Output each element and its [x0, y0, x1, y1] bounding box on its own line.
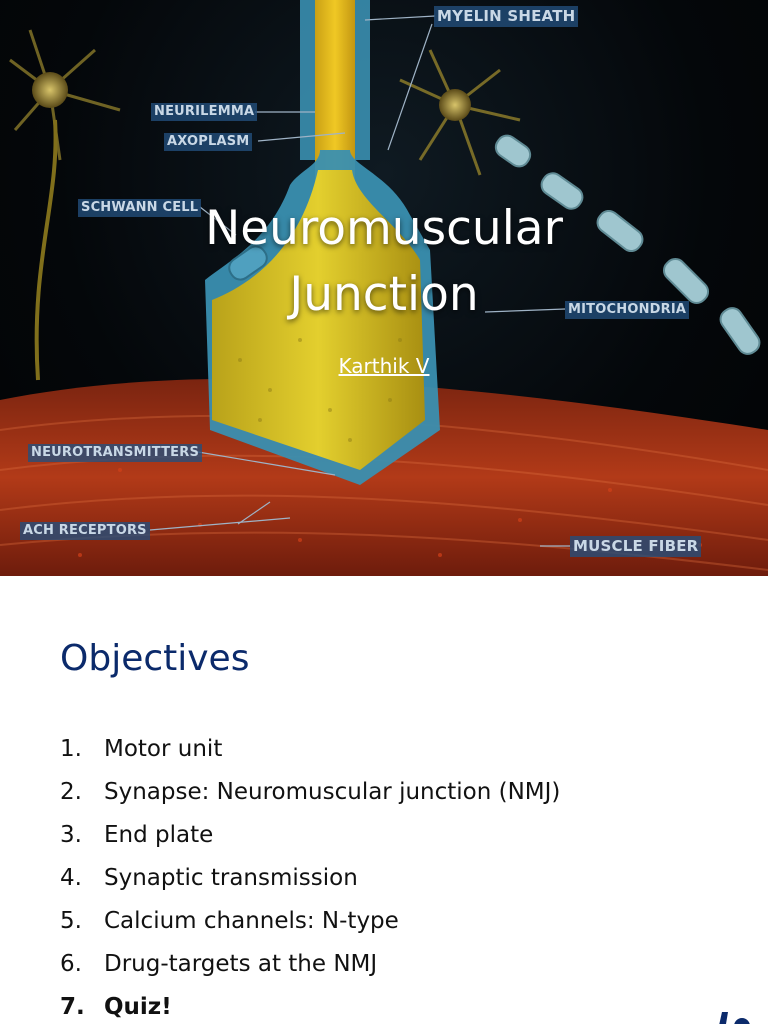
title-line-1: Neuromuscular [205, 201, 563, 256]
title-slide: MYELIN SHEATH NEURILEMMA AXOPLASM SCHWAN… [0, 0, 768, 576]
author-link[interactable]: Karthik V [338, 354, 430, 378]
list-item: 7.Quiz! [60, 994, 172, 1020]
objectives-list: 1.Motor unit 2.Synapse: Neuromuscular ju… [60, 728, 560, 1024]
objectives-slide: Objectives 1.Motor unit 2.Synapse: Neuro… [0, 576, 768, 1024]
list-item: 2.Synapse: Neuromuscular junction (NMJ) [60, 779, 561, 805]
list-item: 6.Drug-targets at the NMJ [60, 951, 378, 977]
title-line-2: Junction [289, 267, 479, 322]
label-axoplasm: AXOPLASM [164, 133, 253, 151]
axon-terminal [212, 170, 425, 470]
list-item: 1.Motor unit [60, 736, 223, 762]
slide-title: Neuromuscular Junction [0, 196, 768, 328]
label-muscle-fiber: MUSCLE FIBER [570, 536, 702, 557]
list-item: 3.End plate [60, 822, 214, 848]
label-myelin-sheath: MYELIN SHEATH [434, 6, 579, 27]
nmj-illustration [0, 0, 768, 576]
label-neurilemma: NEURILEMMA [151, 103, 258, 121]
list-item: 4.Synaptic transmission [60, 865, 358, 891]
label-schwann-cell: SCHWANN CELL [78, 199, 202, 217]
logo-fragment-icon [719, 1012, 750, 1024]
objectives-heading: Objectives [60, 638, 250, 679]
label-neurotransmitters: NEUROTRANSMITTERS [28, 444, 203, 462]
label-mitochondria: MITOCHONDRIA [565, 301, 690, 319]
list-item: 5.Calcium channels: N-type [60, 908, 399, 934]
label-ach-receptors: ACH RECEPTORS [20, 522, 150, 540]
